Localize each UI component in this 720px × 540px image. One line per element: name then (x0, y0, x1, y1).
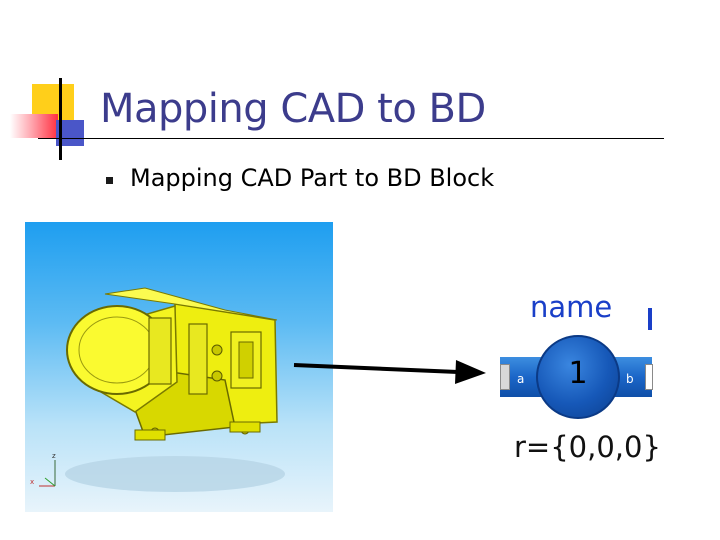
port-a-connector[interactable] (500, 364, 510, 390)
mapping-arrow (293, 360, 486, 384)
port-b-label: b (626, 372, 634, 386)
block-parameter: r={0,0,0} (514, 430, 661, 464)
axis-x-label: x (30, 478, 35, 486)
axis-triad-icon (39, 460, 56, 487)
block-number: 1 (568, 356, 588, 391)
bd-block-circle[interactable] (536, 335, 620, 419)
port-b-connector[interactable] (645, 364, 653, 390)
title-decoration-vertical-line (59, 78, 62, 160)
title-underline (38, 138, 664, 139)
bullet-item: Mapping CAD Part to BD Block (130, 164, 495, 192)
port-a-label: a (517, 372, 525, 386)
cad-viewport: z x (25, 222, 333, 512)
title-decoration-red (10, 114, 58, 138)
axis-z-label: z (52, 452, 56, 460)
bullet-marker (106, 177, 113, 184)
block-name-marker (648, 308, 652, 330)
slide-title: Mapping CAD to BD (100, 86, 486, 132)
block-name-label: name (530, 290, 613, 324)
cad-part-render (65, 287, 285, 492)
